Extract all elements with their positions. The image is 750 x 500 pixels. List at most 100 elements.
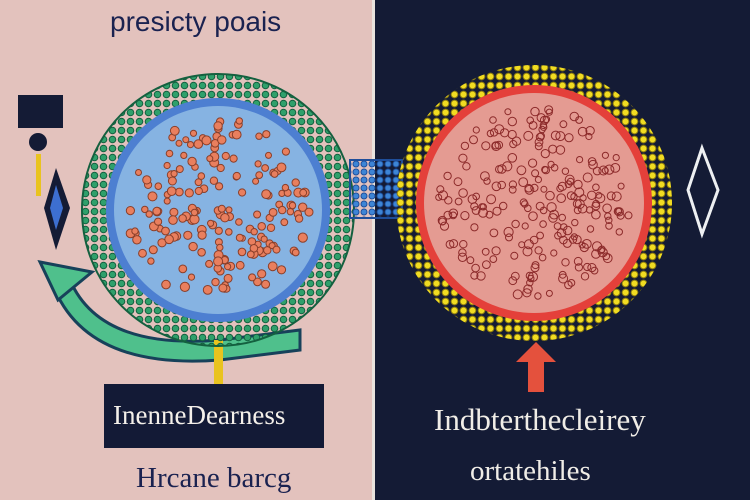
particle bbox=[190, 208, 199, 217]
particle bbox=[225, 228, 233, 236]
particle bbox=[606, 191, 616, 201]
particle bbox=[294, 214, 304, 223]
particle bbox=[175, 165, 184, 174]
particle bbox=[539, 206, 548, 215]
particle bbox=[131, 227, 139, 235]
particle bbox=[595, 191, 603, 199]
particle bbox=[617, 182, 625, 190]
particle bbox=[545, 108, 553, 116]
particle bbox=[614, 207, 624, 217]
particle bbox=[528, 158, 538, 168]
particle bbox=[179, 281, 190, 292]
particle bbox=[494, 140, 504, 150]
particle bbox=[485, 210, 494, 219]
particle bbox=[246, 250, 255, 259]
particle bbox=[154, 217, 163, 226]
particle bbox=[480, 171, 490, 182]
particle bbox=[570, 233, 578, 241]
particle bbox=[574, 199, 585, 209]
particle bbox=[592, 166, 602, 176]
particle bbox=[497, 180, 507, 190]
particle bbox=[509, 140, 518, 149]
particle bbox=[147, 257, 155, 265]
particle bbox=[531, 261, 540, 270]
particle bbox=[558, 270, 567, 279]
particle bbox=[438, 190, 448, 201]
particle bbox=[462, 162, 471, 171]
particle bbox=[170, 170, 178, 178]
particle bbox=[591, 249, 601, 259]
particle bbox=[178, 214, 187, 223]
particle bbox=[218, 283, 228, 293]
particle bbox=[577, 126, 588, 137]
particle bbox=[232, 171, 241, 181]
particle bbox=[470, 202, 479, 211]
particle bbox=[217, 135, 227, 145]
particle bbox=[472, 126, 480, 134]
diamond-outline-icon bbox=[686, 143, 720, 239]
particle bbox=[267, 261, 278, 272]
particle bbox=[536, 231, 544, 240]
particle bbox=[504, 108, 512, 116]
particle bbox=[476, 271, 486, 281]
particle bbox=[516, 165, 527, 176]
particle bbox=[557, 181, 568, 191]
particle bbox=[573, 179, 583, 190]
particle bbox=[507, 116, 517, 127]
dot-icon bbox=[29, 133, 47, 151]
particle bbox=[278, 205, 287, 215]
particle bbox=[579, 242, 589, 253]
particle bbox=[449, 239, 459, 249]
particle bbox=[602, 203, 612, 214]
particle bbox=[489, 128, 499, 137]
particle bbox=[489, 228, 499, 238]
particle bbox=[534, 176, 543, 184]
particle bbox=[550, 249, 558, 257]
particle bbox=[213, 121, 223, 131]
particle bbox=[288, 201, 297, 210]
particle bbox=[508, 185, 517, 194]
particle bbox=[438, 217, 447, 226]
particle bbox=[253, 210, 262, 219]
particle bbox=[186, 141, 195, 149]
particle bbox=[605, 216, 613, 225]
particle bbox=[220, 213, 230, 223]
particle bbox=[522, 246, 533, 257]
particle bbox=[534, 292, 542, 300]
particle bbox=[624, 211, 633, 220]
particle bbox=[511, 219, 520, 229]
particle bbox=[556, 228, 567, 238]
particle bbox=[454, 197, 463, 206]
particle bbox=[167, 176, 177, 186]
particle bbox=[262, 130, 271, 139]
particle bbox=[217, 204, 226, 213]
particle bbox=[298, 202, 308, 212]
particle bbox=[486, 194, 497, 205]
particle bbox=[466, 256, 475, 265]
particle bbox=[580, 272, 590, 281]
particle bbox=[235, 117, 244, 125]
particle bbox=[615, 228, 623, 236]
particle bbox=[586, 225, 595, 233]
particle bbox=[530, 183, 539, 192]
particle bbox=[299, 188, 308, 197]
particle bbox=[223, 273, 233, 283]
particle bbox=[254, 160, 262, 168]
particle bbox=[549, 209, 559, 220]
particle bbox=[563, 225, 573, 236]
particle bbox=[265, 151, 272, 159]
particle bbox=[257, 222, 267, 231]
particle bbox=[189, 129, 198, 137]
particle bbox=[519, 198, 528, 207]
particle bbox=[524, 204, 532, 213]
particle bbox=[276, 265, 287, 275]
particle bbox=[272, 245, 281, 254]
particle bbox=[436, 185, 445, 194]
particle bbox=[266, 223, 276, 233]
particle bbox=[248, 273, 257, 282]
particle bbox=[541, 166, 551, 175]
particle bbox=[458, 188, 468, 198]
particle bbox=[169, 125, 180, 136]
particle bbox=[491, 246, 501, 256]
particle bbox=[457, 252, 468, 262]
